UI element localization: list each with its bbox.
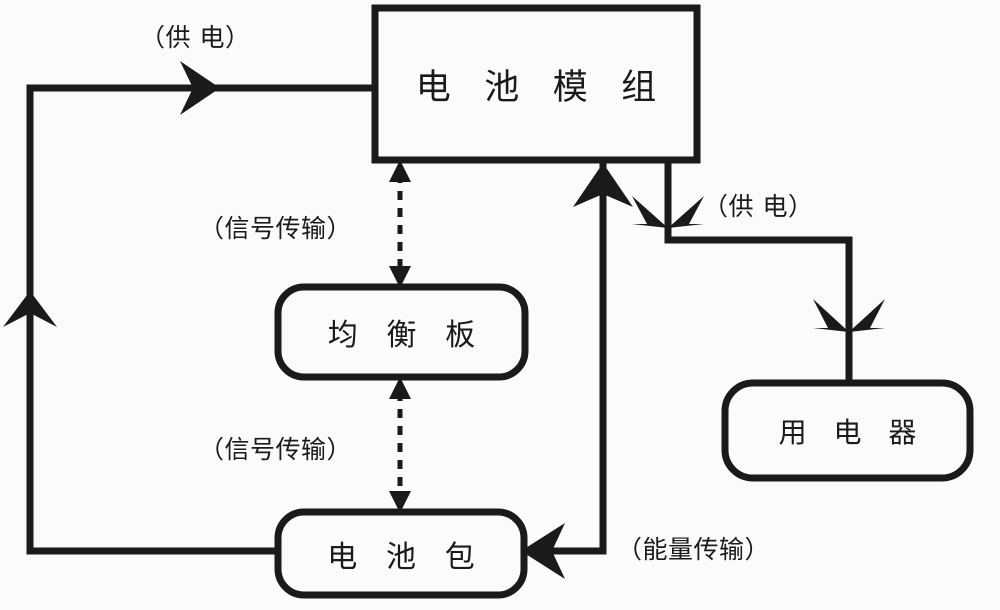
edge-label-module-to-board-signal: （信号传输）	[199, 214, 353, 243]
edge-module-to-device-supply	[632, 160, 885, 383]
arrowhead-up-signal-bottom	[389, 377, 411, 399]
arrowhead-down-supply-b2	[813, 299, 849, 332]
arrowhead-up-energy	[573, 163, 633, 207]
arrowhead-down-supply-a2	[632, 196, 668, 228]
arrowhead-down-supply-b	[849, 299, 885, 332]
arrowhead-left-energy	[521, 523, 565, 579]
arrowhead-up-left	[3, 291, 57, 327]
edge-label-pack-to-module-supply: （供 电）	[140, 23, 251, 52]
edge-pack-to-module-supply	[3, 61, 375, 555]
edge-label-board-to-pack-signal: （信号传输）	[199, 435, 353, 464]
arrowhead-down-supply-a	[668, 196, 704, 228]
node-battery-pack-shape[interactable]	[274, 508, 528, 599]
edge-board-to-pack-signal	[389, 377, 411, 513]
node-electrical-device-shape[interactable]	[721, 379, 974, 482]
node-balance-board-shape[interactable]	[274, 283, 529, 381]
arrowhead-up-signal-top	[389, 160, 411, 182]
arrowhead-right-top	[180, 61, 220, 115]
node-battery-module-shape[interactable]	[371, 4, 701, 164]
edge-label-module-to-device-supply: （供 电）	[703, 192, 814, 221]
arrowhead-down-signal-top	[389, 266, 411, 288]
edge-module-to-board-signal	[389, 160, 411, 288]
edge-pack-to-module-energy	[521, 160, 633, 579]
arrowhead-down-signal-bottom	[389, 491, 411, 513]
edge-label-pack-to-module-energy: （能量传输）	[617, 535, 771, 564]
